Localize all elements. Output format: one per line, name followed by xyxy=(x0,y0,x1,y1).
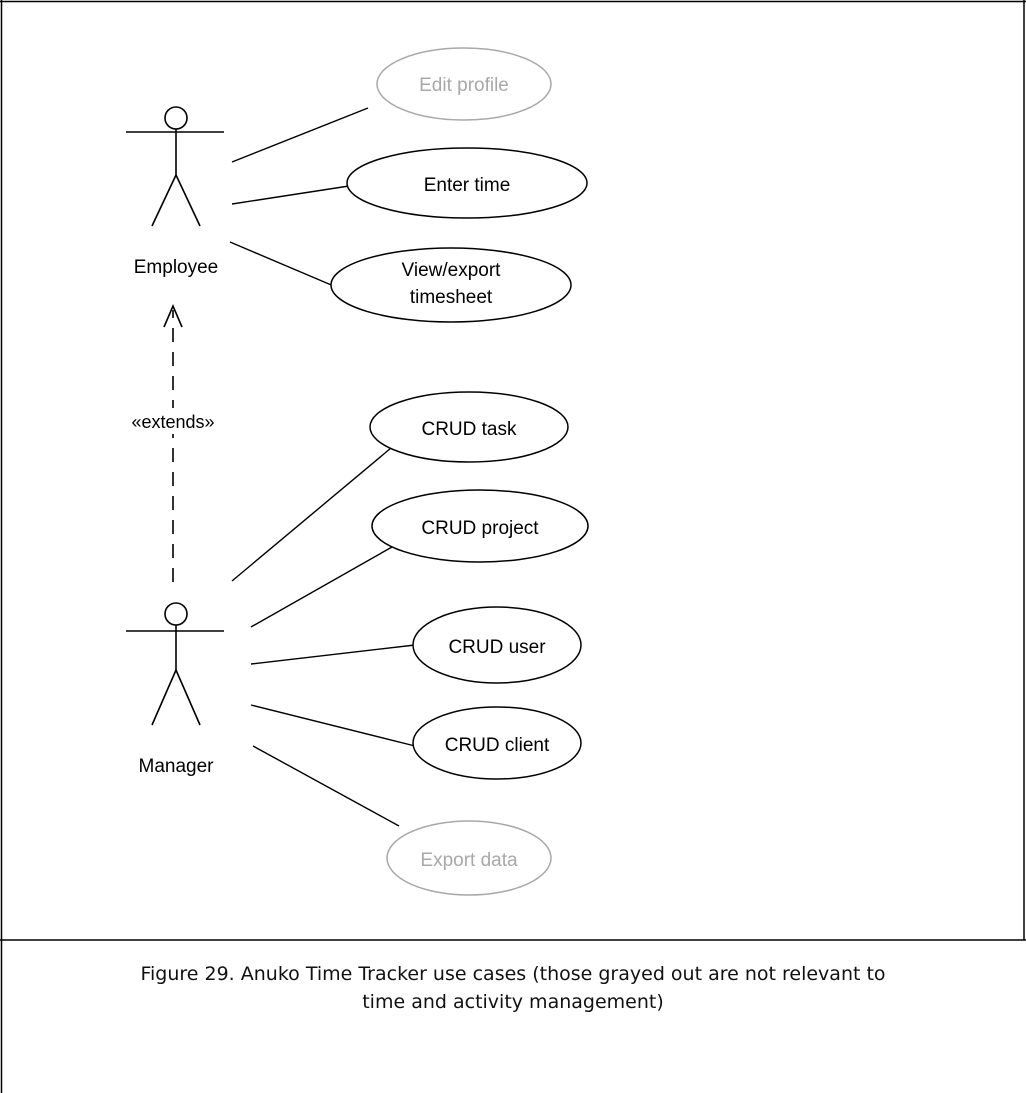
extends-label-bg xyxy=(108,408,238,434)
assoc-manager-crud-task xyxy=(231,447,392,582)
use-case-crud-project: CRUD project xyxy=(371,489,589,563)
manager-left-leg xyxy=(151,669,177,726)
view-export-label-line1: View/export xyxy=(402,260,502,281)
actor-employee-label: Employee xyxy=(134,257,219,278)
assoc-manager-crud-project xyxy=(250,546,393,628)
manager-right-leg xyxy=(175,669,201,726)
extends-label: «extends» xyxy=(131,412,214,432)
crud-user-ellipse xyxy=(412,606,582,684)
assoc-employee-enter-time xyxy=(231,185,350,205)
assoc-manager-crud-user xyxy=(250,644,416,665)
assoc-manager-export-data xyxy=(252,745,400,827)
employee-head xyxy=(164,106,188,130)
employee-associations xyxy=(229,107,369,288)
crud-client-ellipse xyxy=(412,706,582,780)
use-case-crud-client: CRUD client xyxy=(412,706,582,780)
employee-right-leg xyxy=(175,174,201,227)
edit-profile-ellipse xyxy=(376,47,552,121)
view-export-label-line2: timesheet xyxy=(410,287,493,308)
crud-user-label: CRUD user xyxy=(448,637,546,658)
export-data-ellipse xyxy=(386,820,552,896)
view-export-ellipse xyxy=(330,247,572,323)
manager-head xyxy=(164,602,188,626)
enter-time-label: Enter time xyxy=(424,175,511,196)
use-case-crud-user: CRUD user xyxy=(412,606,582,684)
extends-arrowhead xyxy=(163,303,183,328)
crud-task-ellipse xyxy=(369,391,569,463)
use-case-edit-profile: Edit profile xyxy=(376,47,552,121)
manager-associations xyxy=(231,447,416,827)
use-case-view-export-timesheet: View/export timesheet xyxy=(330,247,572,323)
assoc-employee-edit-profile xyxy=(231,107,369,163)
use-case-export-data: Export data xyxy=(386,820,552,896)
actor-manager xyxy=(126,602,224,726)
figure-caption-line1: Figure 29. Anuko Time Tracker use cases … xyxy=(140,963,886,985)
export-data-label: Export data xyxy=(420,850,518,871)
assoc-employee-view-export xyxy=(229,241,337,288)
actor-manager-label: Manager xyxy=(139,756,215,777)
use-case-enter-time: Enter time xyxy=(346,147,588,219)
use-case-crud-task: CRUD task xyxy=(369,391,569,463)
actor-employee xyxy=(126,106,224,227)
crud-client-label: CRUD client xyxy=(445,735,550,756)
figure-caption-line2: time and activity management) xyxy=(362,991,664,1013)
assoc-manager-crud-client xyxy=(250,704,416,747)
enter-time-ellipse xyxy=(346,147,588,219)
employee-left-leg xyxy=(151,174,177,227)
crud-task-label: CRUD task xyxy=(421,419,517,440)
crud-project-label: CRUD project xyxy=(421,518,539,539)
edit-profile-label: Edit profile xyxy=(419,75,509,96)
crud-project-ellipse xyxy=(371,489,589,563)
